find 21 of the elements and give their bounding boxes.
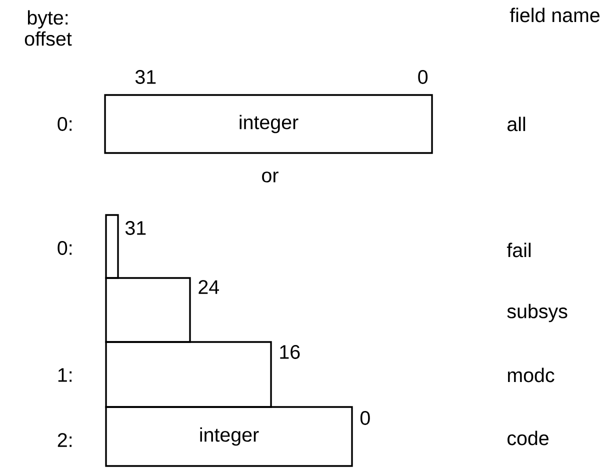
label: code: [508, 430, 548, 446]
label: or: [262, 172, 278, 182]
label: 1:: [58, 368, 72, 382]
field-box: integer: [104, 94, 433, 154]
bit-number: 0: [360, 411, 370, 425]
label: 0:: [58, 117, 72, 131]
label: fail: [506, 242, 531, 258]
label: 2:: [58, 433, 72, 447]
field-box: integer: [105, 406, 353, 467]
bit-field-box: [105, 277, 191, 343]
bit-number: 24: [198, 280, 219, 294]
bit-number: 31: [125, 221, 146, 235]
bit-field-box: [105, 214, 119, 279]
bit-number: 16: [280, 345, 300, 359]
label: all: [508, 116, 526, 132]
label: field name: [510, 8, 600, 22]
label: subsys: [507, 304, 568, 322]
label: 0:: [58, 241, 72, 255]
bit-field-box: [105, 341, 272, 408]
label: modc: [508, 368, 554, 382]
label: byte: offset: [24, 10, 72, 46]
